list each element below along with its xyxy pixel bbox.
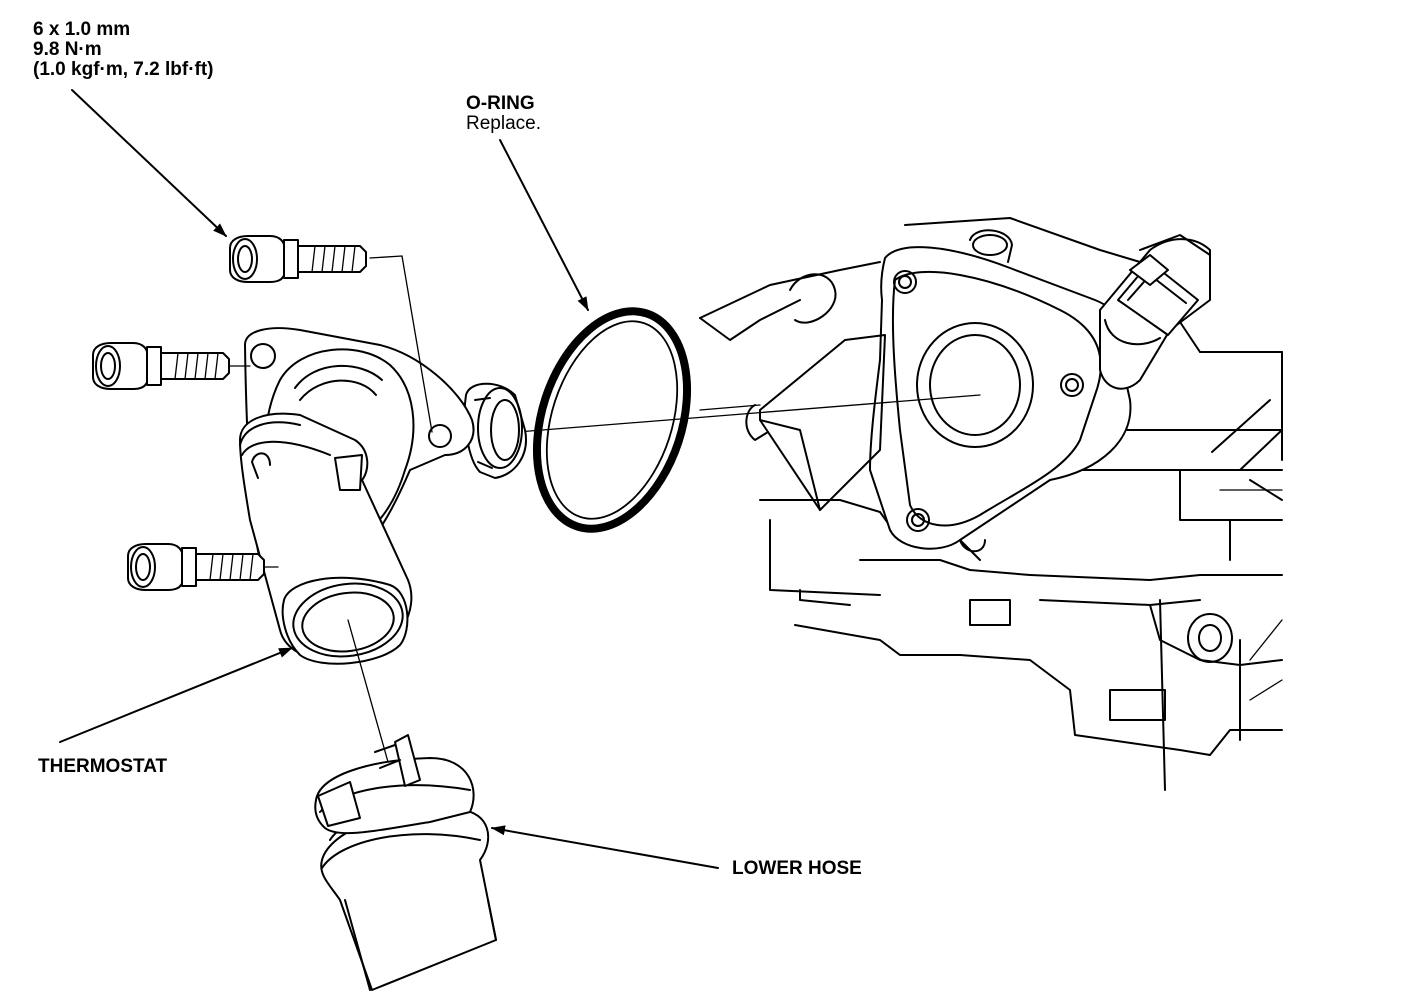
engine-block: [699, 217, 1283, 791]
lower-hose-label: LOWER HOSE: [732, 858, 862, 879]
thermostat-element: [463, 382, 527, 479]
thermostat-housing: [239, 327, 475, 665]
o-ring-callout: O-RING Replace.: [466, 94, 541, 134]
o-ring: [532, 307, 692, 533]
assembly-center-line: [504, 394, 981, 434]
leader-arrows: [59, 89, 719, 869]
bolt-top: [229, 235, 367, 283]
hose-guide-line: [347, 619, 389, 763]
o-ring-name-label: O-RING: [466, 93, 535, 114]
bolt-torque-label: 9.8 N·m: [33, 38, 102, 60]
thermostat-label: THERMOSTAT: [38, 756, 168, 777]
upper-hose-with-clamp: [1099, 234, 1211, 390]
o-ring-arrow: [499, 139, 589, 311]
bolt-spec-arrow: [71, 89, 227, 237]
bolt-torque-alt-label: (1.0 kgf·m, 7.2 lbf·ft): [33, 58, 214, 80]
bolt-spec-callout: 6 x 1.0 mm 9.8 N·m (1.0 kgf·m, 7.2 lbf·f…: [33, 20, 214, 80]
o-ring-note-label: Replace.: [466, 112, 541, 134]
bolt-bottom: [127, 543, 265, 591]
lower-hose-arrow: [491, 825, 719, 869]
bolt-middle: [92, 342, 230, 390]
bolt-guide-lines: [229, 255, 433, 568]
thermostat-arrow: [59, 647, 293, 743]
bolt-size-label: 6 x 1.0 mm: [33, 19, 131, 40]
engine-water-outlet: [745, 229, 1132, 553]
lower-hose: [314, 734, 497, 991]
